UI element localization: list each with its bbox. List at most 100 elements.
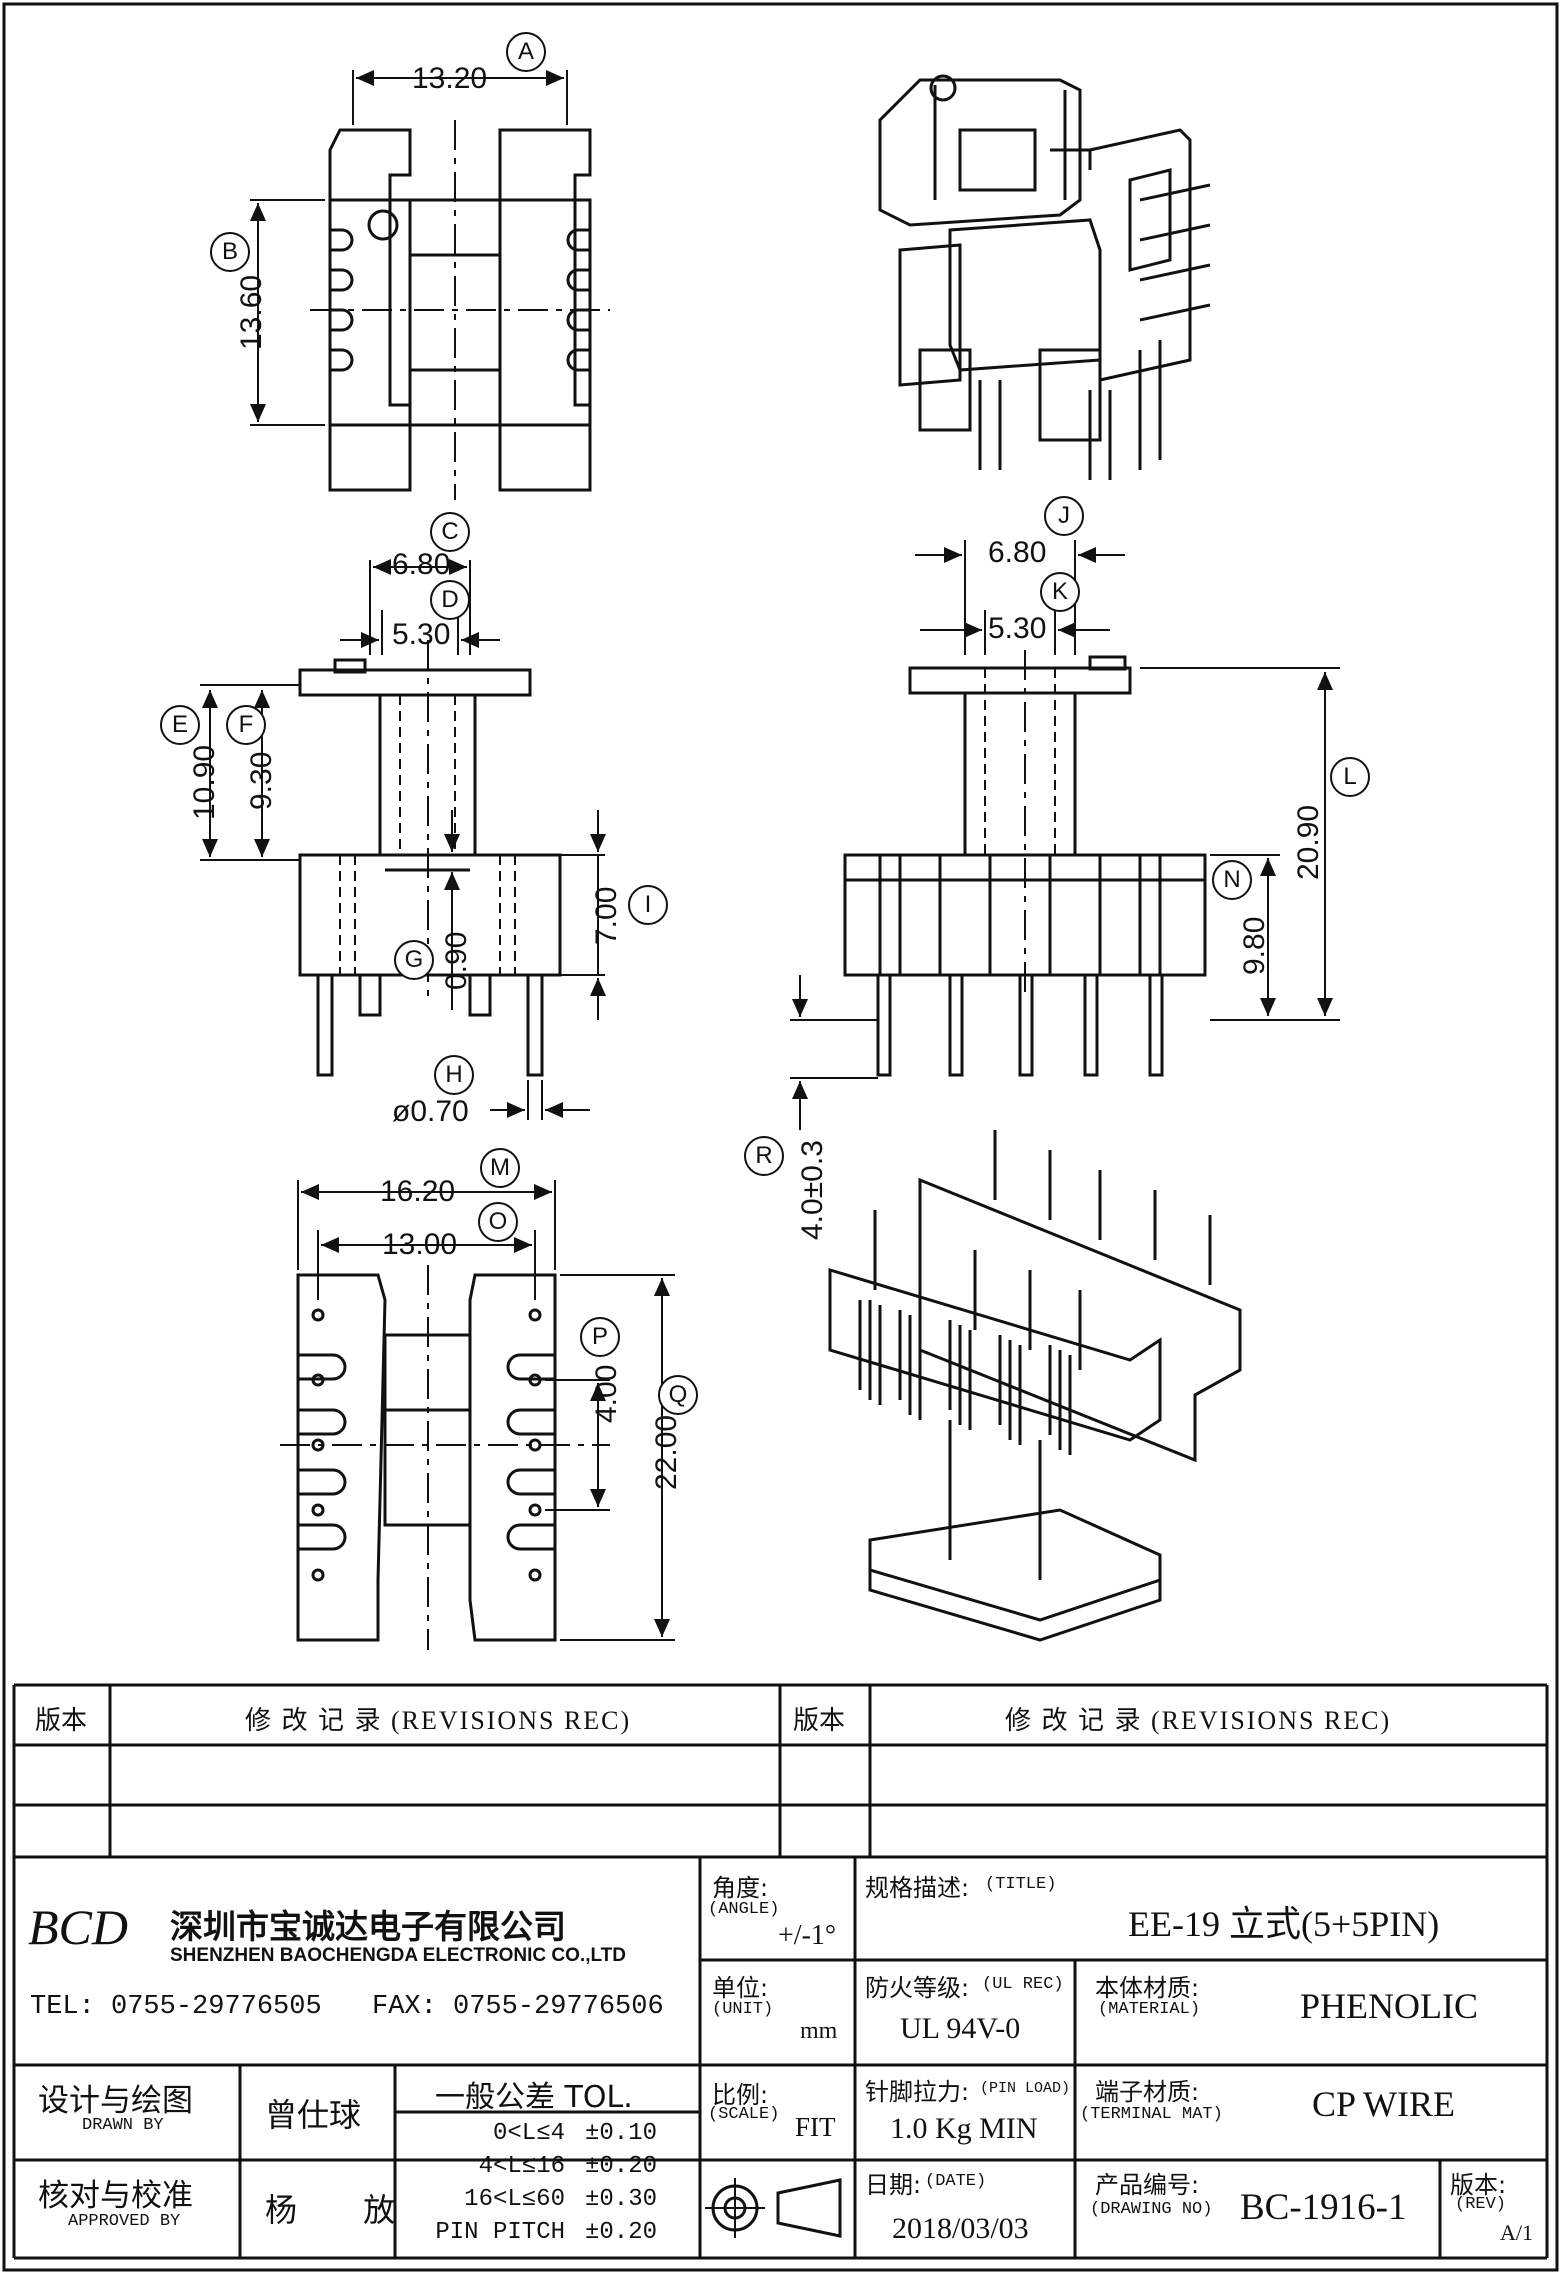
approver-label: 核对与校准 [38, 2178, 193, 2214]
dim-p-marker: P [580, 1317, 620, 1357]
tolerance-range: PIN PITCH [435, 2219, 565, 2246]
dim-h-marker: H [434, 1055, 474, 1095]
scale-sub: (SCALE) [708, 2105, 780, 2124]
dim-l-marker: L [1330, 757, 1370, 797]
tolerance-value: ±0.30 [585, 2186, 658, 2213]
approver-sub: APPROVED BY [68, 2212, 181, 2231]
company-name-en: SHENZHEN BAOCHENGDA ELECTRONIC CO.,LTD [170, 1945, 626, 1966]
dim-o-value: 13.00 [382, 1228, 458, 1261]
dim-f-marker: F [226, 705, 266, 745]
dim-m-marker: M [480, 1148, 520, 1188]
dim-o-marker: O [478, 1202, 518, 1242]
revision-version-header-right: 版本 [793, 1706, 846, 1736]
table-grid [12, 1683, 1549, 2260]
terminal-value: CP WIRE [1312, 2084, 1456, 2124]
rev-sub: (REV) [1455, 2195, 1507, 2214]
dim-f-value: 9.30 [245, 751, 278, 810]
iso-view-top [878, 74, 1211, 480]
pinload-label: 针脚拉力: [865, 2078, 970, 2106]
dim-n-value: 9.80 [1238, 916, 1271, 975]
dim-b-value: 13.60 [235, 274, 268, 350]
date-value: 2018/03/03 [892, 2212, 1029, 2245]
dim-c-marker: C [430, 512, 470, 552]
date-sub: (DATE) [925, 2172, 987, 2191]
revision-record-header-right: 修 改 记 录 (REVISIONS REC) [1005, 1706, 1392, 1735]
dim-n-marker: N [1212, 860, 1252, 900]
title-value: EE-19 立式(5+5PIN) [1128, 1904, 1440, 1944]
projection-symbol [705, 2178, 842, 2238]
dim-a-marker: A [506, 32, 546, 72]
dim-e-marker: E [160, 705, 200, 745]
ul-sub: (UL REC) [982, 1975, 1064, 1994]
pinload-value: 1.0 Kg MIN [890, 2112, 1038, 2145]
dim-b-marker: B [210, 232, 250, 272]
pinload-sub: (PIN LOAD) [980, 2080, 1071, 2097]
dim-r-marker: R [744, 1136, 784, 1176]
unit-sub: (UNIT) [712, 2000, 774, 2019]
tolerance-row: PIN PITCH ±0.20 [400, 2219, 695, 2251]
drawno-label: 产品编号: [1095, 2171, 1200, 2199]
company-logo: BCD [28, 1899, 128, 1955]
tolerance-row: 4<L≤16 ±0.20 [400, 2153, 695, 2185]
dim-a-value: 13.20 [412, 62, 488, 95]
iso-view-bottom [828, 1130, 1242, 1642]
tolerance-value: ±0.20 [585, 2153, 658, 2180]
material-sub: (MATERIAL) [1098, 2000, 1201, 2019]
designer-label: 设计与绘图 [38, 2083, 193, 2119]
dim-i-marker: I [628, 885, 668, 925]
dim-q-marker: Q [658, 1375, 698, 1415]
dim-c-value: 6.80 [392, 548, 451, 581]
rev-label: 版本: [1450, 2171, 1507, 2199]
unit-label: 单位: [712, 1974, 769, 2002]
bottom-view [280, 1180, 675, 1650]
tolerance-value: ±0.10 [585, 2120, 658, 2147]
angle-label: 角度: [712, 1874, 769, 1902]
company-name-cn: 深圳市宝诚达电子有限公司 [170, 1907, 566, 1946]
dim-q-value: 22.00 [650, 1414, 683, 1490]
unit-value: mm [800, 2018, 838, 2044]
title-sub: (TITLE) [985, 1875, 1057, 1894]
tolerance-range: 0<L≤4 [492, 2120, 565, 2147]
dim-j-marker: J [1044, 496, 1084, 536]
angle-value: +/-1° [778, 1920, 837, 1951]
dim-i-value: 7.00 [590, 886, 623, 945]
dim-j-value: 6.80 [988, 536, 1047, 569]
title-label: 规格描述: [865, 1874, 970, 1902]
date-label: 日期: [865, 2171, 922, 2199]
terminal-sub: (TERMINAL MAT) [1080, 2105, 1223, 2124]
scale-label: 比例: [712, 2081, 769, 2109]
dim-h-value: ø0.70 [392, 1095, 469, 1128]
tolerance-title: 一般公差 TOL. [435, 2080, 633, 2115]
dim-k-value: 5.30 [988, 612, 1047, 645]
dim-p-value: 4.00 [590, 1364, 623, 1423]
ul-label: 防火等级: [865, 1974, 970, 2002]
dim-d-value: 5.30 [392, 618, 451, 651]
material-label: 本体材质: [1095, 1974, 1200, 2002]
dim-k-marker: K [1040, 572, 1080, 612]
top-view [250, 70, 610, 500]
angle-sub: (ANGLE) [708, 1900, 780, 1919]
dim-r-value: 4.0±0.3 [796, 1140, 829, 1240]
company-tel: TEL: 0755-29776505 [30, 1992, 322, 2022]
dim-l-value: 20.90 [1292, 804, 1325, 880]
tolerance-value: ±0.20 [585, 2219, 658, 2246]
drawno-sub: (DRAWING NO) [1090, 2200, 1213, 2219]
ul-value: UL 94V-0 [900, 2012, 1021, 2045]
terminal-label: 端子材质: [1095, 2078, 1200, 2106]
side-view [790, 540, 1340, 1130]
company-fax: FAX: 0755-29776506 [372, 1992, 664, 2022]
tolerance-range: 4<L≤16 [478, 2153, 565, 2180]
drawno-value: BC-1916-1 [1240, 2187, 1407, 2228]
front-view [200, 559, 606, 1120]
revision-record-header: 修 改 记 录 (REVISIONS REC) [245, 1706, 632, 1735]
dim-d-marker: D [430, 580, 470, 620]
designer-name: 曾仕球 [265, 2096, 362, 2134]
approver-name: 杨 放 [265, 2191, 424, 2229]
dim-e-value: 10.90 [188, 744, 221, 820]
dim-g-value: 0.90 [440, 931, 473, 990]
rev-value: A/1 [1500, 2220, 1533, 2245]
tolerance-row: 16<L≤60 ±0.30 [400, 2186, 695, 2218]
tolerance-range: 16<L≤60 [464, 2186, 565, 2213]
tolerance-row: 0<L≤4 ±0.10 [400, 2120, 695, 2152]
